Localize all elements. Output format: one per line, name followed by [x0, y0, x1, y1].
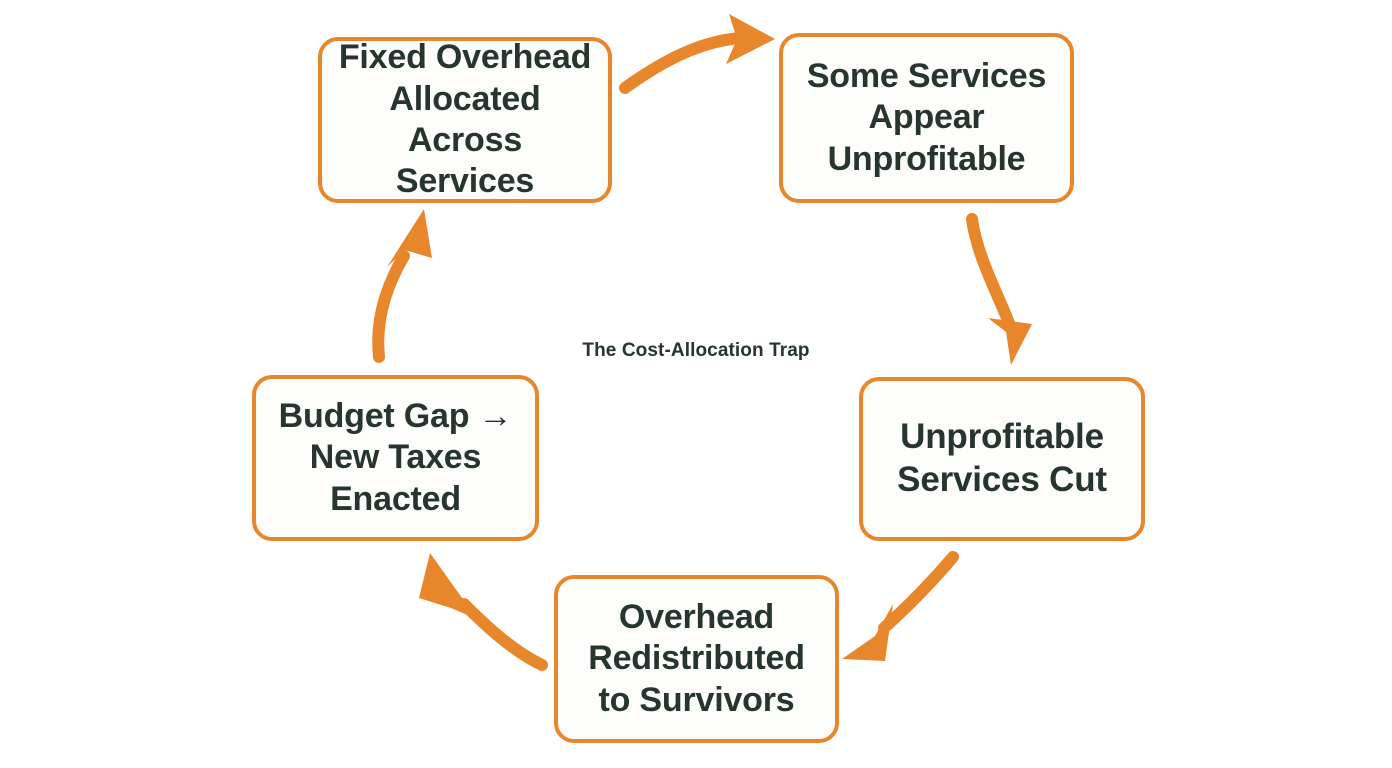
node-overhead-redistributed[interactable]: Overhead Redistributed to Survivors	[554, 575, 839, 743]
arrow-appear-unprofitable-to-services-cut	[966, 213, 1032, 365]
node-label: Budget Gap → New Taxes Enacted	[278, 396, 513, 518]
node-label: Unprofitable Services Cut	[897, 417, 1107, 499]
arrow-budget-gap-to-fixed-overhead	[372, 209, 432, 363]
node-unprofitable-services-cut[interactable]: Unprofitable Services Cut	[859, 377, 1145, 541]
arrow-overhead-redistributed-to-budget-gap	[419, 553, 548, 671]
node-label: Overhead Redistributed to Survivors	[588, 597, 805, 719]
node-services-appear-unprofitable[interactable]: Some Services Appear Unprofitable	[779, 33, 1074, 203]
node-label: Some Services Appear Unprofitable	[806, 56, 1047, 178]
node-budget-gap-new-taxes[interactable]: Budget Gap → New Taxes Enacted	[252, 375, 539, 541]
diagram-title: The Cost-Allocation Trap	[582, 340, 810, 361]
arrow-services-cut-to-overhead-redistributed	[842, 551, 959, 661]
arrow-fixed-overhead-to-appear-unprofitable	[619, 14, 775, 94]
node-fixed-overhead-allocated[interactable]: Fixed Overhead Allocated Across Services	[318, 37, 612, 203]
node-label: Fixed Overhead Allocated Across Services	[338, 38, 592, 201]
